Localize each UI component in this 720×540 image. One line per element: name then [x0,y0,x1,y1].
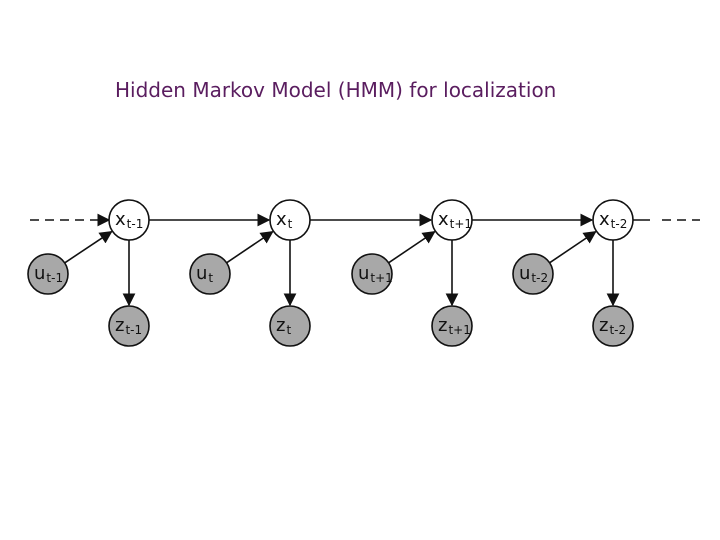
node-circle [27,253,69,295]
node-subscript: t-2 [609,323,626,337]
node-variable: z [599,315,608,336]
node-label: ut [196,263,213,285]
node-label: zt [276,315,291,337]
node-circle [351,253,393,295]
node-circle [269,199,311,241]
node-circle [512,253,554,295]
node-variable: u [358,263,369,284]
node-circle [431,305,473,347]
node-x-t-2: xt-2 [592,199,634,241]
node-x-t-1: xt-1 [108,199,150,241]
node-subscript: t [288,217,293,231]
node-circle [189,253,231,295]
node-variable: z [115,315,124,336]
edge-u4-x4 [549,231,597,264]
node-subscript: t-2 [531,271,548,285]
edge-u1-x1 [64,230,113,264]
node-variable: x [599,209,610,230]
node-subscript: t-2 [611,217,628,231]
node-subscript: t+1 [370,271,392,285]
node-label: zt-1 [115,315,142,337]
node-variable: u [34,263,45,284]
node-label: xt-1 [115,209,143,231]
node-label: zt-2 [599,315,626,337]
node-subscript: t-1 [127,217,144,231]
node-u-t+1: ut+1 [351,253,393,295]
node-circle [592,305,634,347]
node-circle [269,305,311,347]
edge-u2-x2 [226,231,274,264]
node-z-t-2: zt-2 [592,305,634,347]
node-u-t-2: ut-2 [512,253,554,295]
node-variable: z [438,315,447,336]
node-label: ut-2 [519,263,548,285]
node-circle [431,199,473,241]
node-label: zt+1 [438,315,471,337]
node-variable: u [196,263,207,284]
node-subscript: t+1 [450,217,472,231]
node-label: xt+1 [438,209,472,231]
edge-u3-x3 [388,231,436,264]
node-variable: x [276,209,287,230]
node-variable: z [276,315,285,336]
node-subscript: t [208,271,213,285]
node-circle [592,199,634,241]
node-z-t: zt [269,305,311,347]
node-subscript: t-1 [125,323,142,337]
node-subscript: t+1 [448,323,470,337]
node-x-t+1: xt+1 [431,199,473,241]
node-subscript: t-1 [46,271,63,285]
node-z-t-1: zt-1 [108,305,150,347]
node-z-t+1: zt+1 [431,305,473,347]
node-x-t: xt [269,199,311,241]
node-variable: u [519,263,530,284]
node-circle [108,199,150,241]
node-u-t: ut [189,253,231,295]
node-variable: x [438,209,449,230]
node-label: ut+1 [358,263,393,285]
diagram-title: Hidden Markov Model (HMM) for localizati… [115,78,557,102]
node-variable: x [115,209,126,230]
node-circle [108,305,150,347]
node-label: ut-1 [34,263,63,285]
node-label: xt-2 [599,209,627,231]
node-subscript: t [286,323,291,337]
node-label: xt [276,209,293,231]
node-u-t-1: ut-1 [27,253,69,295]
